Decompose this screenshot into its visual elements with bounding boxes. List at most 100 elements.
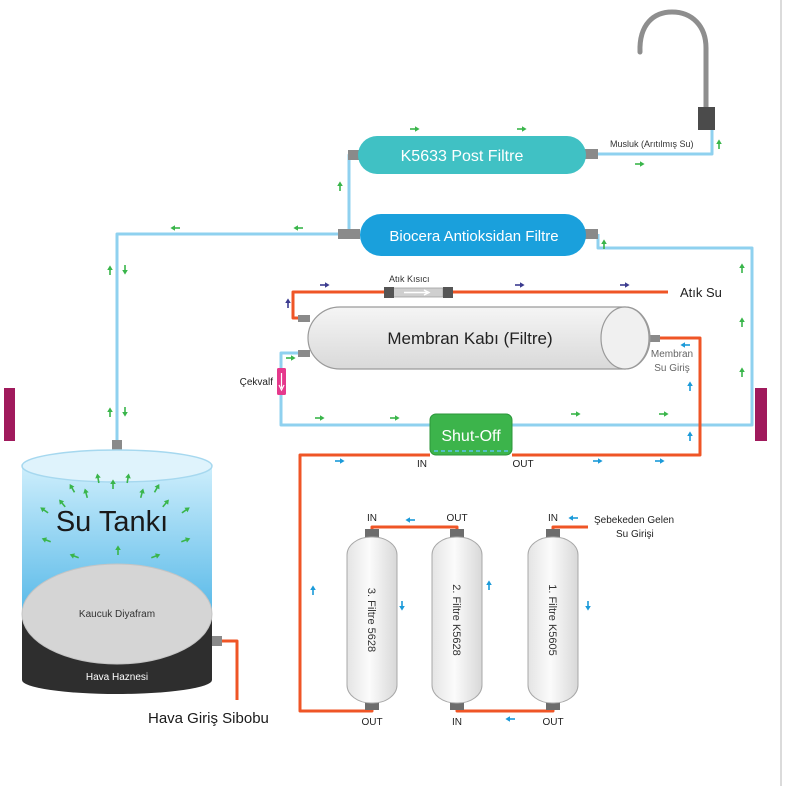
- filter-1: 1. Filtre K5605: [527, 529, 579, 710]
- filter-2-top-port-label: OUT: [446, 513, 467, 524]
- filter-1-label: 1. Filtre K5605: [546, 584, 558, 656]
- faucet-body: [698, 107, 715, 130]
- flow-arrow: [619, 281, 631, 289]
- filter-1-cap-bottom: [546, 701, 560, 710]
- filter-1-body: [527, 536, 579, 704]
- post-filter-label: K5633 Post Filtre: [401, 148, 524, 165]
- flow-arrow: [679, 341, 691, 349]
- faucet-spout: [637, 9, 709, 111]
- waste-restrictor-end-left: [384, 287, 394, 298]
- air-valve-connector: [212, 636, 222, 646]
- flow-arrow: [567, 514, 579, 522]
- shut-off-valve: Shut-Off: [429, 413, 513, 456]
- flow-arrow: [485, 579, 493, 591]
- flow-arrow: [314, 414, 326, 422]
- membrane-housing: Membran Kabı (Filtre): [298, 306, 660, 370]
- membrane-inlet-pipe: [512, 336, 702, 457]
- filter-3-label: 3. Filtre 5628: [365, 588, 377, 652]
- flow-arrow: [336, 180, 344, 192]
- flow-arrow: [738, 366, 746, 378]
- faucet-pipe: [598, 130, 714, 156]
- shutoff-to-antioxidant-pipe: [512, 234, 754, 427]
- filter-1-bottom-port-label: OUT: [542, 717, 563, 728]
- flow-arrow: [106, 406, 114, 418]
- air-valve-label: Hava Giriş Sibobu: [148, 710, 269, 727]
- right-accent-bar: [755, 388, 767, 441]
- waste-restrictor-label: Atık Kısıcı: [389, 274, 430, 284]
- membrane-connector-right: [648, 335, 660, 342]
- tank-top-connector: [112, 440, 122, 458]
- tank-air-chamber-label: Hava Haznesi: [86, 672, 148, 683]
- tank-diaphragm-label: Kaucuk Diyafram: [79, 609, 155, 620]
- flow-arrow: [409, 125, 421, 133]
- flow-arrow: [658, 410, 670, 418]
- flow-arrow: [292, 224, 304, 232]
- flow-arrow: [334, 457, 346, 465]
- filter1-to-filter2-pipe: [455, 708, 555, 713]
- post-filter-connector-left: [348, 150, 360, 160]
- waste-restrictor-arrow-icon: [404, 289, 431, 296]
- filter-2: 2. Filtre K5628: [431, 529, 483, 710]
- flow-arrow: [106, 264, 114, 276]
- post-to-antioxidant-pipe: [347, 153, 358, 233]
- check-valve-label: Çekvalf: [240, 377, 274, 388]
- check-valve: [277, 368, 286, 395]
- shut-off-out-label: OUT: [512, 459, 533, 470]
- filter-3-cap-top: [365, 529, 379, 538]
- filter-3-cap-bottom: [365, 701, 379, 710]
- filter-1-top-port-label: IN: [548, 513, 558, 524]
- flow-arrow: [686, 430, 694, 442]
- filter2-to-filter3-pipe: [370, 525, 459, 532]
- filter-2-body: [431, 536, 483, 704]
- faucet-label: Musluk (Arıtılmış Su): [610, 139, 694, 149]
- post-filter: K5633 Post Filtre: [348, 136, 598, 174]
- flow-arrow: [634, 160, 646, 168]
- flow-arrow: [121, 406, 129, 418]
- check-valve-arrow-icon: [278, 373, 285, 392]
- filter-1-cap-top: [546, 529, 560, 538]
- air-valve-pipe: [222, 639, 239, 700]
- antioxidant-to-tank-pipe: [115, 232, 338, 441]
- filter-3-top-port-label: IN: [367, 513, 377, 524]
- shut-off-in-label: IN: [417, 459, 427, 470]
- flow-arrow: [570, 410, 582, 418]
- mains-inlet-label-line1: Şebekeden Gelen: [594, 515, 674, 526]
- flow-arrow: [309, 584, 317, 596]
- flow-arrow: [398, 600, 406, 612]
- tank-top-cap: [21, 449, 213, 483]
- tank-diaphragm: [21, 563, 213, 665]
- membrane-connector-top-left: [298, 315, 310, 322]
- filter-2-label: 2. Filtre K5628: [450, 584, 462, 656]
- flow-arrow: [404, 516, 416, 524]
- membrane-body: [307, 306, 651, 370]
- post-filter-body: [358, 136, 586, 174]
- shut-off-label: Shut-Off: [441, 428, 501, 445]
- antioxidant-filter: Biocera Antioksidan Filtre: [338, 214, 598, 256]
- flow-arrow: [738, 262, 746, 274]
- flow-arrow: [284, 297, 292, 309]
- antioxidant-filter-label: Biocera Antioksidan Filtre: [389, 228, 558, 245]
- membrane-inlet-label-line2: Su Giriş: [654, 363, 690, 374]
- antioxidant-filter-body: [360, 214, 586, 256]
- filter-2-cap-top: [450, 529, 464, 538]
- flow-arrow: [514, 281, 526, 289]
- membrane-label: Membran Kabı (Filtre): [387, 329, 552, 348]
- tank-label: Su Tankı: [56, 506, 168, 538]
- flow-arrow: [169, 224, 181, 232]
- waste-flow-arrows: [284, 281, 631, 309]
- filter-2-bottom-port-label: IN: [452, 717, 462, 728]
- post-filter-connector-right: [584, 149, 598, 159]
- membrane-inlet-label-line1: Membran: [651, 349, 693, 360]
- membrane-end-cap: [600, 306, 650, 370]
- flow-arrow: [654, 457, 666, 465]
- flow-arrow: [319, 281, 331, 289]
- filter-3-bottom-port-label: OUT: [361, 717, 382, 728]
- flow-arrow: [389, 414, 401, 422]
- flow-arrow: [584, 600, 592, 612]
- filter-3-body: [346, 536, 398, 704]
- flow-arrow: [715, 138, 723, 150]
- flow-arrow: [738, 316, 746, 328]
- filter-3: 3. Filtre 5628: [346, 529, 398, 710]
- faucet: [637, 9, 715, 130]
